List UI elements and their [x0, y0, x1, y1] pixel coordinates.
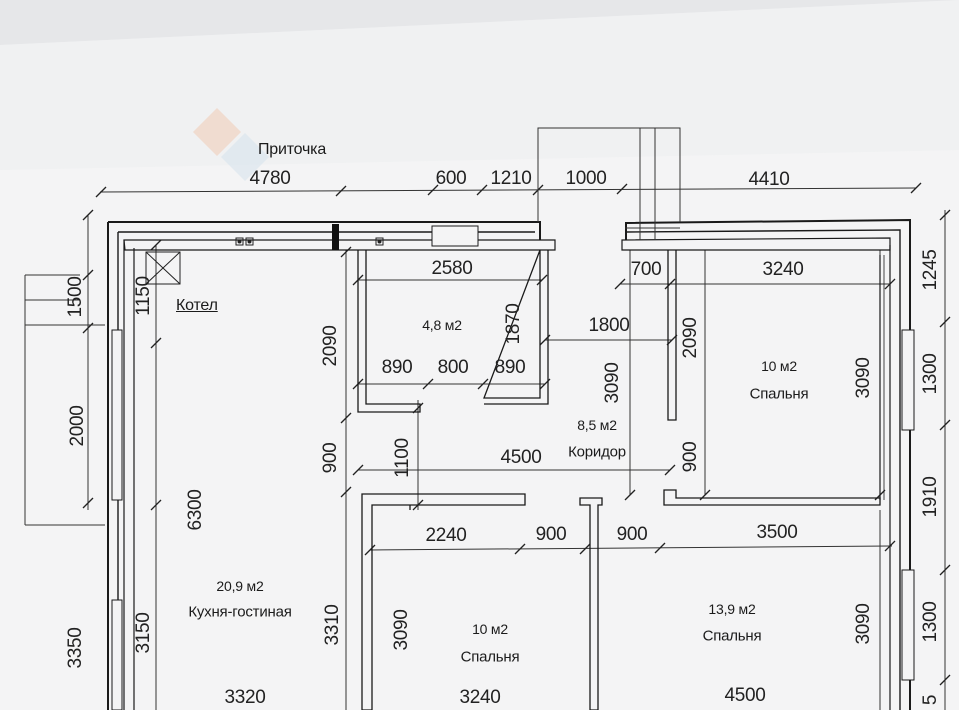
dim-1910: 1910 — [920, 476, 941, 518]
dim-storage-height: 1870 — [503, 303, 524, 345]
dim-2090-ne: 2090 — [680, 317, 701, 359]
dim-top-600: 600 — [435, 168, 467, 189]
watermark-logo — [192, 107, 270, 182]
dim-bottom-3320: 3320 — [224, 687, 266, 708]
dim-1245: 1245 — [920, 249, 941, 291]
dim-top-1000: 1000 — [565, 168, 607, 189]
dim-bedroom-s-width: 2240 — [425, 525, 467, 546]
storage-area: 4,8 м2 — [422, 317, 462, 333]
dim-900-door-right: 900 — [616, 524, 648, 545]
dim-700: 700 — [630, 259, 662, 280]
bedroom-s-area: 10 м2 — [472, 621, 508, 637]
bedroom-s-name: Спальня — [460, 648, 520, 666]
corridor-area: 8,5 м2 — [577, 417, 617, 433]
dim-6300: 6300 — [185, 489, 206, 531]
dim-890-right: 890 — [494, 357, 526, 378]
dim-3310: 3310 — [322, 604, 343, 646]
bedroom-ne-name: Спальня — [749, 385, 809, 403]
dim-1800: 1800 — [588, 315, 630, 336]
dim-3350: 3350 — [65, 627, 86, 669]
dim-bedroom-ne-height: 3090 — [853, 357, 874, 399]
corridor-name: Коридор — [568, 443, 626, 461]
dim-1300-upper: 1300 — [920, 353, 941, 395]
dim-bedroom-se-width: 3500 — [756, 522, 798, 543]
windows — [111, 225, 915, 710]
outer-walls — [107, 218, 911, 710]
dim-corridor-height: 3090 — [602, 362, 623, 404]
dim-1100: 1100 — [392, 438, 413, 478]
dim-1150: 1150 — [133, 276, 154, 316]
intake-vent — [332, 224, 339, 250]
dim-bedroom-ne-width: 3240 — [762, 259, 804, 280]
dim-5: 5 — [920, 694, 941, 706]
dim-800: 800 — [437, 357, 469, 378]
dim-corridor-width: 4500 — [500, 447, 542, 468]
dim-2000: 2000 — [67, 405, 88, 447]
dimension-ticks — [82, 182, 951, 686]
dim-3150: 3150 — [133, 612, 154, 654]
wall-sockets — [235, 237, 384, 246]
kitchen-area: 20,9 м2 — [216, 578, 264, 594]
dim-top-1210: 1210 — [490, 168, 532, 189]
bedroom-ne-area: 10 м2 — [761, 358, 797, 374]
kitchen-name: Кухня-гостиная — [188, 603, 292, 621]
dim-storage-width: 2580 — [431, 258, 473, 279]
bedroom-se-name: Спальня — [702, 627, 762, 645]
dim-900-storage: 900 — [320, 442, 341, 474]
bedroom-se-area: 13,9 м2 — [708, 601, 756, 617]
entry-porch — [537, 127, 681, 240]
interior-walls — [357, 249, 881, 710]
dimension-lines — [24, 187, 946, 710]
dim-2090-storage: 2090 — [320, 325, 341, 367]
dim-900-door-left: 900 — [535, 524, 567, 545]
dim-900-ne: 900 — [680, 441, 701, 473]
boiler-symbol — [145, 251, 181, 285]
dim-top-4780: 4780 — [249, 168, 291, 189]
dim-1300-lower: 1300 — [920, 601, 941, 643]
dim-890-left: 890 — [381, 357, 413, 378]
intake-label: Приточка — [258, 141, 327, 158]
dim-top-4410: 4410 — [748, 169, 790, 190]
dim-bedroom-se-height: 3090 — [853, 603, 874, 645]
boiler-label: Котел — [176, 297, 218, 314]
dim-1500: 1500 — [65, 276, 86, 318]
dim-bottom-3240: 3240 — [459, 687, 501, 708]
dim-bottom-4500: 4500 — [724, 685, 766, 706]
dim-bedroom-s-height: 3090 — [391, 609, 412, 651]
